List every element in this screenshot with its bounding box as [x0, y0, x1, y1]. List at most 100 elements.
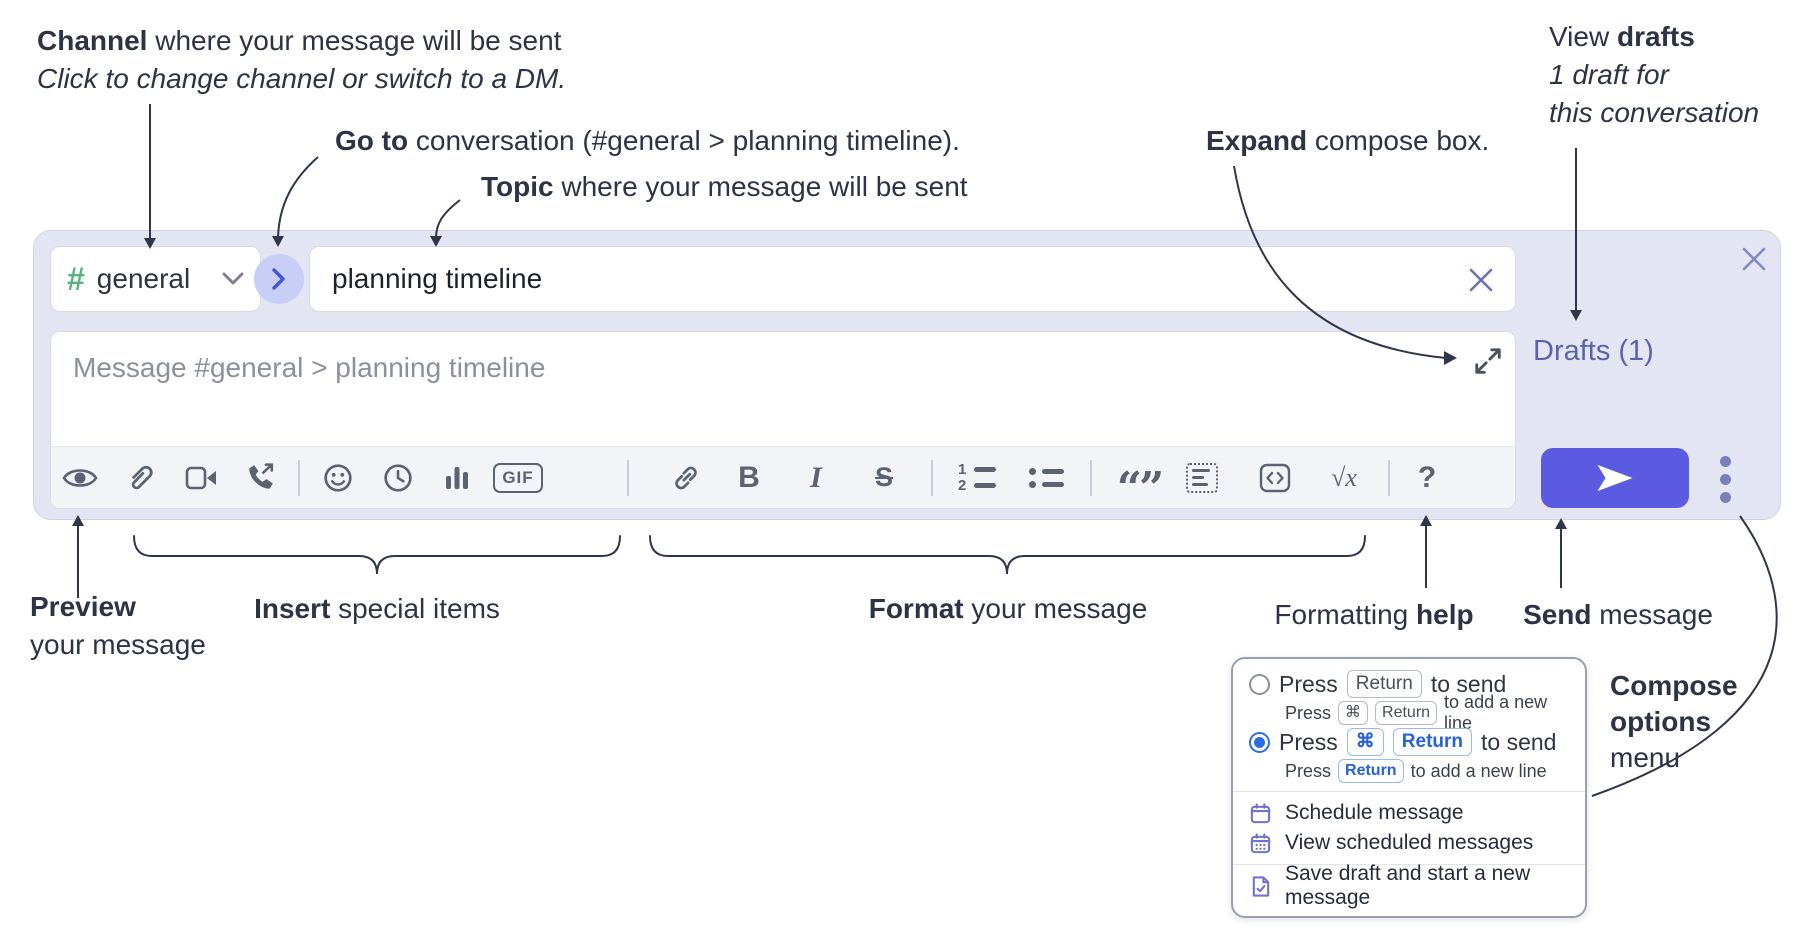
menu-item-schedule-message[interactable]: Schedule message — [1233, 798, 1585, 828]
topic-input[interactable] — [310, 247, 1515, 311]
bold-icon: B — [738, 460, 760, 494]
annotation-channel: Channel where your message will be sent … — [37, 25, 567, 94]
italic-icon: I — [810, 460, 822, 494]
link-icon — [675, 466, 697, 489]
bulleted-list-icon — [1028, 467, 1064, 488]
menu-divider — [1233, 791, 1585, 792]
channel-hash-icon: # — [67, 260, 85, 297]
bulleted-list-button[interactable] — [1022, 454, 1070, 502]
math-button[interactable]: √x — [1320, 454, 1368, 502]
close-compose-button[interactable] — [1738, 243, 1770, 275]
annotation-goto: Go to conversation (#general > planning … — [335, 125, 960, 156]
preview-eye-button[interactable] — [56, 454, 104, 502]
attach-file-button[interactable] — [116, 454, 164, 502]
send-option-cmd-return-note: Press Return to add a new line — [1233, 757, 1585, 785]
bold-button[interactable]: B — [725, 454, 773, 502]
goto-conversation-button[interactable] — [254, 254, 304, 304]
brace-insert — [133, 535, 621, 575]
video-camera-icon — [185, 466, 216, 489]
toolbar-divider — [627, 459, 629, 496]
bar-chart-icon — [446, 466, 468, 489]
annotation-formatting-help: Formatting help — [1274, 599, 1474, 630]
annotation-compose-options: Compose options menu — [1610, 670, 1738, 773]
send-button[interactable] — [1541, 448, 1689, 508]
question-mark-icon: ? — [1417, 460, 1437, 494]
send-option-return-note: Press ⌘ Return to add a new line — [1285, 692, 1548, 733]
message-input[interactable] — [51, 332, 1515, 444]
brace-format — [649, 535, 1366, 575]
return-key: Return — [1392, 728, 1473, 756]
cmd-key: ⌘ — [1338, 701, 1369, 725]
toolbar-divider — [298, 459, 300, 496]
emoji-icon — [324, 463, 352, 492]
expand-icon — [1475, 348, 1501, 374]
radio-selected-icon[interactable] — [1249, 731, 1270, 753]
return-key: Return — [1346, 670, 1422, 698]
chevron-right-icon — [272, 268, 285, 290]
compose-options-menu: Press Return to send Press ⌘ Return to a… — [1231, 657, 1587, 918]
gif-icon: GIF — [493, 462, 543, 493]
annotation-view-drafts: View drafts 1 draft for this conversatio… — [1549, 21, 1760, 128]
clock-icon — [384, 463, 412, 492]
menu-item-view-scheduled[interactable]: View scheduled messages — [1233, 828, 1585, 858]
video-call-button[interactable] — [178, 454, 226, 502]
inline-code-button[interactable] — [1251, 454, 1299, 502]
expand-compose-button[interactable] — [1473, 346, 1503, 376]
annotation-format: Format your message — [868, 593, 1148, 624]
strikethrough-icon: S — [874, 462, 893, 492]
menu-divider — [1233, 864, 1585, 865]
return-key: Return — [1375, 701, 1438, 725]
audio-call-button[interactable] — [236, 454, 284, 502]
blockquote-button[interactable]: “” — [1115, 454, 1165, 514]
close-icon — [1469, 268, 1493, 292]
cmd-key: ⌘ — [1346, 728, 1384, 756]
annotation-send: Send message — [1523, 599, 1713, 630]
ordered-list-icon: 1 2 — [958, 462, 996, 493]
paperclip-icon — [131, 465, 153, 489]
draft-check-icon — [1252, 875, 1270, 897]
toolbar-divider — [931, 459, 933, 496]
code-block-icon — [1186, 462, 1218, 493]
topic-field — [309, 246, 1516, 312]
compose-box: # general — [33, 230, 1781, 520]
annotation-preview: Preview your message — [30, 591, 206, 660]
return-key: Return — [1338, 759, 1404, 783]
formatting-help-button[interactable]: ? — [1403, 454, 1451, 502]
math-sqrt-icon: √x — [1331, 462, 1357, 492]
blockquote-icon: “” — [1116, 462, 1165, 514]
annotation-expand: Expand compose box. — [1206, 125, 1490, 156]
send-icon — [1597, 464, 1633, 492]
annotation-topic: Topic where your message will be sent — [481, 171, 968, 202]
menu-item-save-draft[interactable]: Save draft and start a new message — [1233, 862, 1585, 909]
calendar-list-icon — [1250, 832, 1271, 853]
connector-goto-line — [277, 156, 319, 239]
italic-button[interactable]: I — [792, 454, 840, 502]
code-block-button[interactable] — [1178, 454, 1226, 502]
drafts-link[interactable]: Drafts (1) — [1533, 335, 1654, 367]
calendar-icon — [1250, 802, 1271, 823]
phone-call-icon — [249, 462, 274, 489]
send-option-return[interactable]: Press Return to send — [1233, 669, 1585, 699]
send-option-cmd-return[interactable]: Press ⌘ Return to send — [1233, 727, 1585, 757]
dots-vertical-icon — [1719, 455, 1731, 467]
radio-unselected-icon[interactable] — [1249, 673, 1270, 695]
poll-button[interactable] — [433, 454, 481, 502]
compose-options-button[interactable] — [1712, 452, 1738, 506]
schedule-clock-button[interactable] — [374, 454, 422, 502]
annotation-insert: Insert special items — [254, 593, 500, 624]
clear-topic-button[interactable] — [1465, 264, 1497, 296]
chevron-down-icon — [222, 272, 244, 285]
eye-icon — [62, 468, 98, 487]
channel-selector[interactable]: # general — [50, 246, 261, 312]
emoji-button[interactable] — [314, 454, 362, 502]
strikethrough-button[interactable]: S — [860, 454, 908, 502]
ordered-list-button[interactable]: 1 2 — [953, 454, 1001, 502]
channel-name: general — [96, 263, 191, 294]
close-icon — [1742, 247, 1766, 271]
gif-button[interactable]: GIF — [483, 454, 553, 502]
link-button[interactable] — [662, 454, 710, 502]
toolbar-divider — [1090, 459, 1092, 496]
formatting-toolbar: GIF B I S — [51, 446, 1515, 514]
message-box: GIF B I S — [50, 331, 1516, 514]
